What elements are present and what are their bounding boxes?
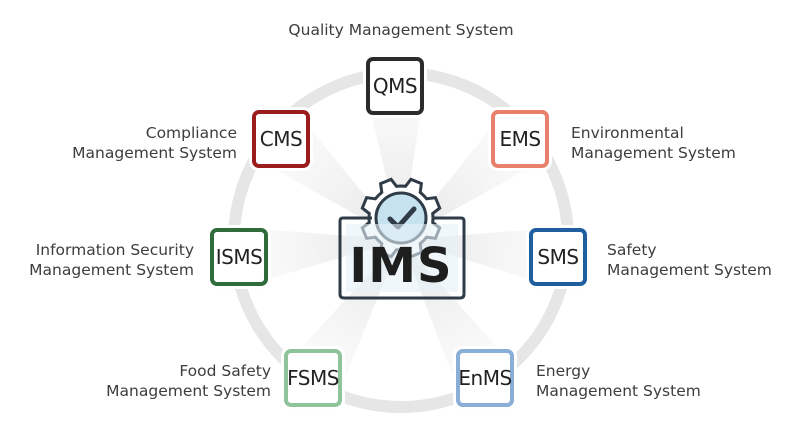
ims-label: IMS: [349, 238, 453, 294]
enms-label-line-2: Management System: [536, 382, 701, 400]
sms-abbr: SMS: [537, 245, 579, 269]
sms-label-line-2: Management System: [607, 261, 772, 279]
cms-label: Compliance Management System: [72, 123, 237, 163]
enms-label: Energy Management System: [536, 361, 701, 401]
enms-label-line-1: Energy: [536, 362, 591, 380]
isms-abbr: ISMS: [215, 245, 263, 269]
fsms-box: FSMS: [284, 349, 342, 407]
sms-box: SMS: [529, 228, 587, 286]
qms-abbr: QMS: [372, 74, 418, 98]
cms-box: CMS: [252, 110, 310, 168]
sms-label-line-1: Safety: [607, 241, 657, 259]
ems-label: Environmental Management System: [571, 123, 736, 163]
sms-label: Safety Management System: [607, 240, 772, 280]
qms-label: Quality Management System: [230, 20, 572, 40]
spoke-ray-qms: [365, 84, 425, 240]
gear-check-icon: [338, 177, 466, 300]
qms-box: QMS: [366, 57, 424, 115]
isms-label-line-2: Management System: [29, 261, 194, 279]
ems-box: EMS: [491, 110, 549, 168]
enms-box: EnMS: [456, 349, 514, 407]
ems-label-line-1: Environmental: [571, 124, 684, 142]
fsms-abbr: FSMS: [287, 366, 339, 390]
isms-label: Information Security Management System: [29, 240, 194, 280]
fsms-label: Food Safety Management System: [106, 361, 271, 401]
cms-label-line-2: Management System: [72, 144, 237, 162]
fsms-label-line-2: Management System: [106, 382, 271, 400]
isms-box: ISMS: [210, 228, 268, 286]
qms-label-line-1: Quality Management System: [288, 21, 514, 39]
enms-abbr: EnMS: [458, 366, 512, 390]
ems-abbr: EMS: [499, 127, 541, 151]
fsms-label-line-1: Food Safety: [179, 362, 271, 380]
isms-label-line-1: Information Security: [35, 241, 194, 259]
ems-label-line-2: Management System: [571, 144, 736, 162]
cms-label-line-1: Compliance: [145, 124, 237, 142]
cms-abbr: CMS: [259, 127, 303, 151]
